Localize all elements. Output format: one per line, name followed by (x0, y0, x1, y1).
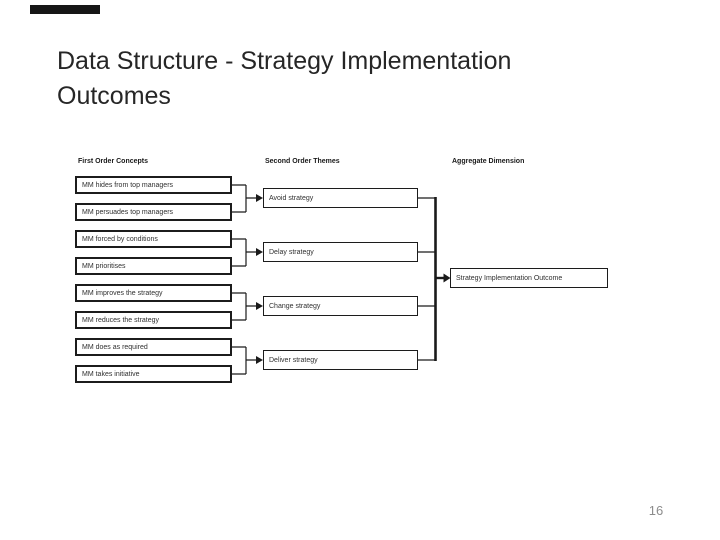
first-order-concept-box: MM hides from top managers (75, 176, 232, 194)
column-header-first-order: First Order Concepts (78, 158, 149, 165)
second-order-theme-box: Deliver strategy (263, 350, 418, 370)
slide-title: Data Structure - Strategy Implementation… (57, 47, 512, 110)
first-order-concept-box: MM forced by conditions (75, 230, 232, 248)
first-order-concept-box: MM takes initiative (75, 365, 232, 383)
first-order-concept-box: MM reduces the strategy (75, 311, 232, 329)
aggregate-dimension-box: Strategy Implementation Outcome (450, 268, 608, 288)
second-order-theme-box: Delay strategy (263, 242, 418, 262)
first-order-concept-box: MM persuades top managers (75, 203, 232, 221)
first-order-concept-box: MM prioritises (75, 257, 232, 275)
second-order-theme-box: Avoid strategy (263, 188, 418, 208)
second-order-theme-box: Change strategy (263, 296, 418, 316)
column-header-second-order: Second Order Themes (265, 158, 340, 165)
first-order-concept-box: MM does as required (75, 338, 232, 356)
page-number: 16 (648, 503, 664, 518)
first-order-concept-box: MM improves the strategy (75, 284, 232, 302)
slide-accent-bar (30, 5, 100, 14)
column-header-aggregate-dimension: Aggregate Dimension (452, 158, 525, 165)
